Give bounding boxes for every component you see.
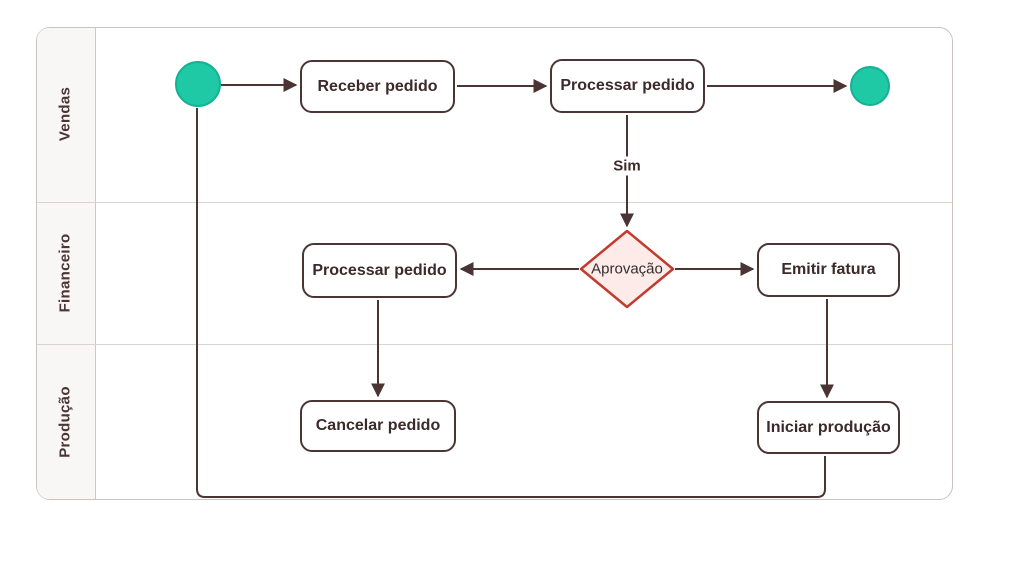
task-emitir-fatura: Emitir fatura — [757, 243, 900, 297]
task-iniciar-producao: Iniciar produção — [757, 401, 900, 454]
lane-label-financeiro: Financeiro — [56, 233, 74, 313]
task-label: Receber pedido — [317, 77, 438, 95]
task-label: Processar pedido — [312, 261, 447, 279]
lane-label-producao: Produção — [56, 386, 74, 458]
lane-label-column — [37, 28, 96, 499]
end-event — [850, 66, 890, 106]
edge-label-sim: Sim — [608, 156, 646, 176]
lane-divider-vendas-financeiro — [37, 202, 952, 203]
task-label: Iniciar produção — [766, 418, 891, 436]
task-processar-pedido-financeiro: Processar pedido — [302, 243, 457, 298]
start-event — [175, 61, 221, 107]
lane-divider-financeiro-producao — [37, 344, 952, 345]
task-label: Processar pedido — [560, 77, 695, 94]
lane-label-vendas: Vendas — [56, 86, 74, 142]
task-receber-pedido: Receber pedido — [300, 60, 455, 113]
decision-aprovacao-label: Aprovação — [591, 260, 663, 278]
task-label: Emitir fatura — [781, 261, 876, 278]
task-cancelar-pedido: Cancelar pedido — [300, 400, 456, 452]
task-label: Cancelar pedido — [315, 417, 441, 434]
task-processar-pedido-vendas: Processar pedido — [550, 59, 705, 113]
